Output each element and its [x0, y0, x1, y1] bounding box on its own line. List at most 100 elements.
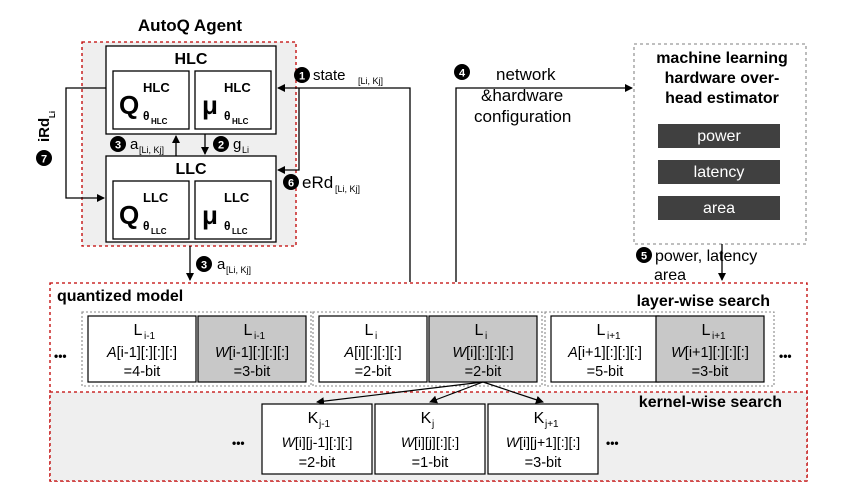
layer-cell: [655, 315, 765, 383]
layer-search-label: layer-wise search: [637, 293, 770, 310]
arrow-state: [277, 84, 411, 282]
layer-name-sub: i: [375, 331, 377, 342]
kernel-bits: =1-bit: [412, 455, 449, 471]
kernel-cell: [487, 403, 599, 475]
hlc-title: HLC: [175, 51, 208, 68]
svg-text:4: 4: [459, 68, 466, 80]
kernel-search-label: kernel-wise search: [639, 394, 782, 411]
hlc-mu-symbol: μ: [202, 90, 218, 120]
kernel-name-sub: j-1: [318, 419, 331, 430]
estimator-title-3: head estimator: [665, 90, 779, 107]
kernel-tensor: W[i][j+1][:][:]: [506, 434, 580, 450]
llc-q-sub: θ: [143, 219, 150, 233]
layer-tensor: A[i][:][:][:]: [343, 345, 401, 361]
llc-title: LLC: [175, 161, 207, 178]
metric-power-box: [658, 124, 780, 148]
layer-ellipsis-right: •••: [779, 349, 792, 363]
kernel-arrow: [429, 381, 484, 404]
llc-mu-sub: θ: [224, 219, 231, 233]
hlc-q-sub: θ: [143, 109, 150, 123]
llc-q-subsub: LLC: [151, 227, 167, 236]
step6-label: eRd: [302, 173, 333, 192]
kernel-name-sub: j+1: [544, 419, 559, 430]
kernel-cell: [374, 403, 486, 475]
llc-mu-box: [194, 180, 272, 240]
layer-bits: =5-bit: [587, 364, 624, 380]
kernel-name: K: [308, 410, 319, 427]
llc-mu-symbol: μ: [202, 200, 218, 230]
agent-title: AutoQ Agent: [138, 16, 243, 35]
hlc-q-subsub: HLC: [151, 117, 168, 126]
layer-bits: =2-bit: [355, 364, 392, 380]
hlc-mu-subsub: HLC: [232, 117, 249, 126]
layer-name: L: [702, 322, 711, 339]
layer-tensor: W[i-1][:][:][:]: [215, 345, 289, 361]
step4-line3: configuration: [474, 107, 571, 126]
layer-name: L: [597, 322, 606, 339]
metric-latency-box: [658, 160, 780, 184]
layer-name: L: [365, 322, 374, 339]
llc-q-sup: LLC: [143, 190, 169, 205]
llc-mu-sup: LLC: [224, 190, 250, 205]
layer-bits: =3-bit: [692, 364, 729, 380]
step2-badge: [213, 136, 229, 152]
step2-label: g: [233, 136, 241, 153]
kernel-ellipsis-right: •••: [606, 436, 619, 450]
step5-line1: power, latency: [655, 248, 757, 265]
llc-q-symbol: Q: [119, 200, 139, 230]
kernel-bits: =2-bit: [299, 455, 336, 471]
step6-sub: [Li, Kj]: [335, 184, 360, 194]
step5-line2: area: [654, 267, 686, 284]
step1-sub: [Li, Kj]: [358, 76, 383, 86]
kernel-cell: [261, 403, 373, 475]
layer-tensor: W[i][:][:][:]: [452, 345, 513, 361]
svg-text:3: 3: [115, 140, 121, 152]
svg-text:2: 2: [218, 140, 224, 152]
step1-badge: [294, 67, 310, 83]
llc-mu-subsub: LLC: [232, 227, 248, 236]
hlc-q-box: [112, 70, 190, 130]
model-title: quantized model: [57, 288, 183, 305]
step5-badge: [636, 247, 652, 263]
kernel-bits: =3-bit: [525, 455, 562, 471]
arrow-erd: [277, 88, 300, 174]
metric-area-box: [658, 196, 780, 220]
layer-name-sub: i-1: [254, 331, 266, 342]
step4-line2: &hardware: [481, 86, 563, 105]
kernel-ellipsis-left: •••: [232, 436, 245, 450]
layer-cell: [87, 315, 197, 383]
layer-name: L: [244, 322, 253, 339]
layer-group-prev: [81, 311, 312, 387]
layer-tensor: A[i-1][:][:][:]: [106, 345, 177, 361]
layer-name-sub: i+1: [607, 331, 621, 342]
svg-text:3: 3: [201, 260, 207, 272]
layer-name-sub: i: [485, 331, 487, 342]
hlc-mu-sub: θ: [224, 109, 231, 123]
step3a-badge: [110, 136, 126, 152]
estimator-title-1: machine learning: [656, 50, 788, 67]
step7-sub: Li: [48, 111, 57, 118]
svg-text:5: 5: [641, 251, 647, 263]
step4-badge: [454, 64, 470, 80]
step4-line1: network: [496, 65, 556, 84]
kernel-arrows: [316, 381, 544, 406]
kernel-name: K: [534, 410, 545, 427]
kernel-arrow: [316, 381, 484, 406]
metric-latency: latency: [694, 164, 745, 181]
kernel-tensor: W[i][j][:][:]: [401, 434, 459, 450]
layer-name: L: [134, 322, 143, 339]
step6-badge: [283, 174, 299, 190]
svg-text:7: 7: [41, 154, 47, 166]
layer-group-cur: [312, 311, 543, 387]
layer-cell: [197, 315, 307, 383]
layer-ellipsis-left: •••: [54, 349, 67, 363]
metric-power: power: [697, 128, 741, 145]
layer-tensor: A[i+1][:][:][:]: [567, 345, 642, 361]
kernel-name-sub: j: [431, 419, 434, 430]
step7-label: iRd: [36, 118, 53, 142]
step3b-label: a: [217, 256, 226, 273]
step1-label: state: [313, 67, 346, 84]
hlc-mu-box: [194, 70, 272, 130]
